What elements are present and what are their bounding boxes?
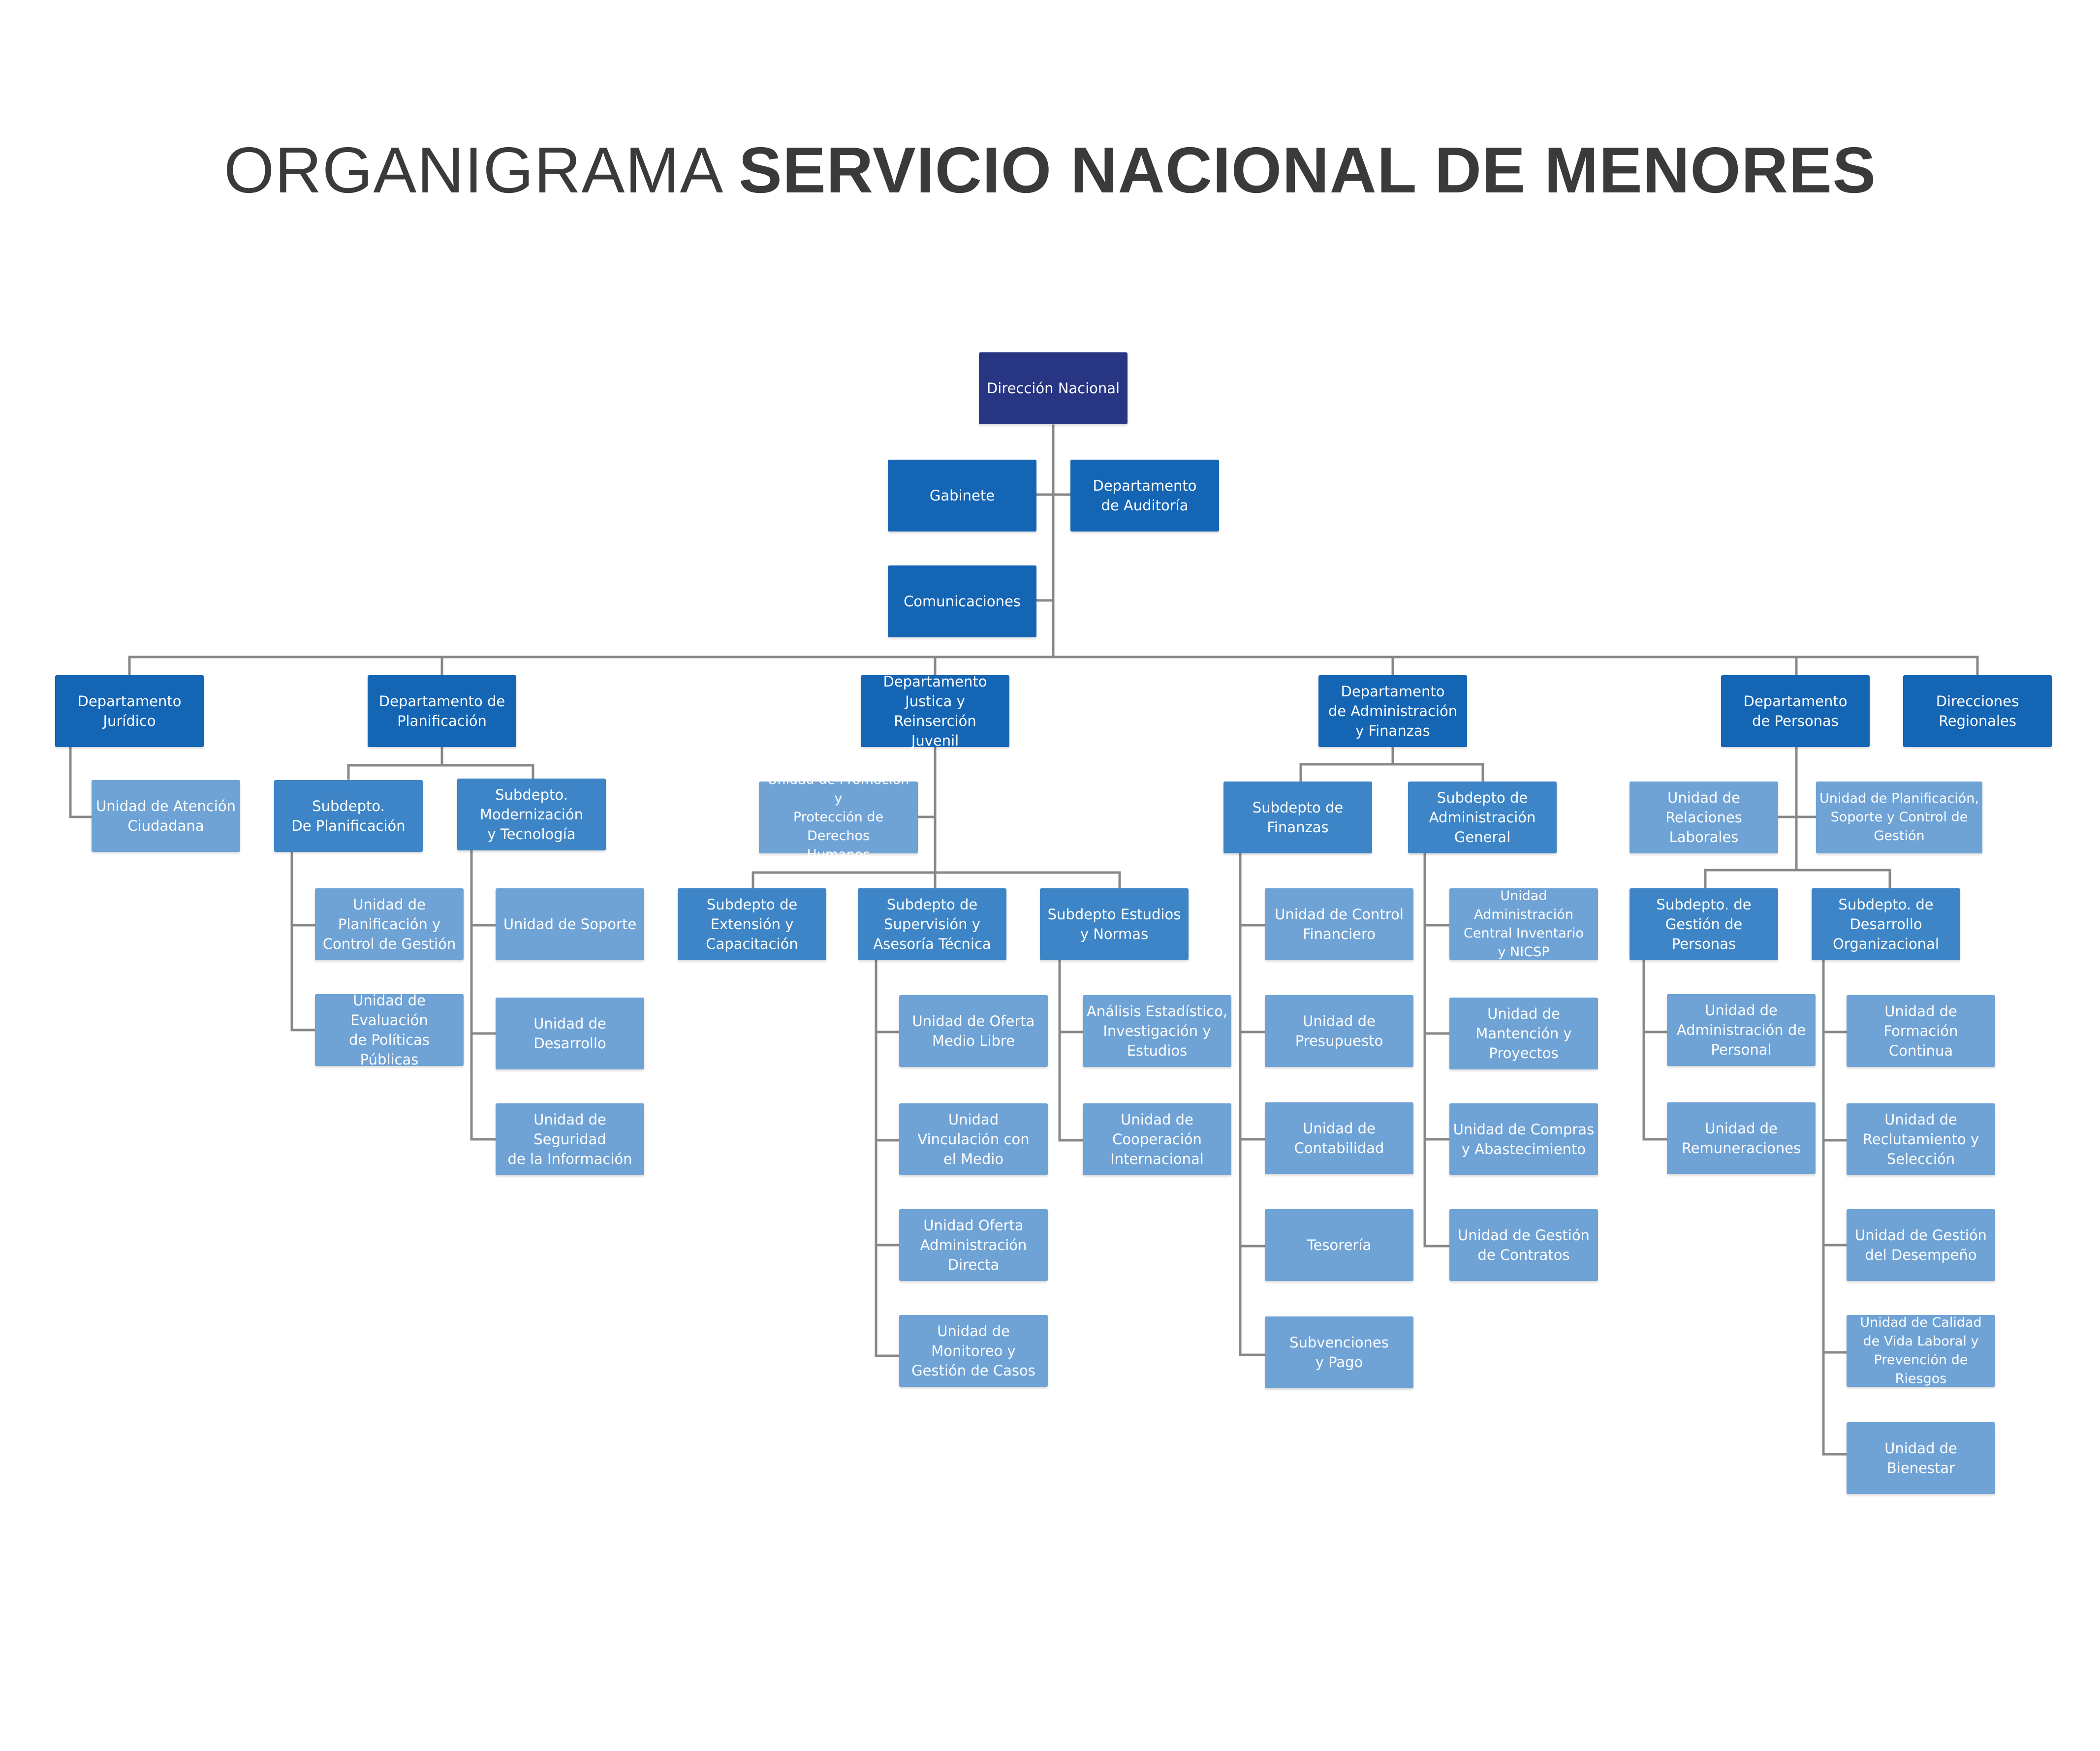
connector-justicia-bar — [752, 871, 1121, 890]
node-u-tesoreria[interactable]: Tesorería — [1265, 1209, 1413, 1281]
node-regionales[interactable]: Direcciones Regionales — [1903, 675, 2052, 747]
node-planificacion[interactable]: Departamento de Planificación — [368, 675, 516, 747]
title-bold: SERVICIO NACIONAL DE MENORES — [738, 134, 1877, 206]
connector-planif-bar — [347, 746, 534, 780]
node-comunicaciones[interactable]: Comunicaciones — [888, 565, 1036, 637]
node-juridico[interactable]: Departamento Jurídico — [55, 675, 204, 747]
node-administracion[interactable]: Departamento de Administración y Finanza… — [1318, 675, 1467, 747]
node-u-bienestar[interactable]: Unidad de Bienestar — [1847, 1422, 1995, 1494]
page-title: ORGANIGRAMA SERVICIO NACIONAL DE MENORES — [0, 133, 2100, 207]
node-u-monitoreo[interactable]: Unidad de Monitoreo y Gestión de Casos — [899, 1315, 1048, 1387]
node-u-oferta-directa[interactable]: Unidad Oferta Administración Directa — [899, 1209, 1048, 1281]
connector-admin-bar — [1299, 747, 1484, 783]
node-sub-desarrollo-org[interactable]: Subdepto. de Desarrollo Organizacional — [1812, 888, 1960, 960]
node-u-vinculacion[interactable]: Unidad Vinculación con el Medio — [899, 1103, 1048, 1175]
node-u-promocion[interactable]: Unidad de Promoción y Protección de Dere… — [759, 772, 918, 862]
node-u-planif-control[interactable]: Unidad de Planificación y Control de Ges… — [315, 888, 464, 960]
node-u-compras[interactable]: Unidad de Compras y Abastecimiento — [1449, 1103, 1598, 1175]
connector-admin-general-units — [1423, 852, 1451, 1248]
connector-gestion-units — [1642, 959, 1668, 1141]
node-sub-extension[interactable]: Subdepto de Extensión y Capacitación — [678, 888, 826, 960]
node-u-remuneraciones[interactable]: Unidad de Remuneraciones — [1667, 1102, 1816, 1174]
node-u-cooperacion[interactable]: Unidad de Cooperación Internacional — [1083, 1103, 1231, 1175]
node-u-presupuesto[interactable]: Unidad de Presupuesto — [1265, 995, 1413, 1067]
node-u-seguridad[interactable]: Unidad de Seguridad de la Información — [496, 1103, 644, 1175]
node-u-admin-personal[interactable]: Unidad de Administración de Personal — [1667, 994, 1816, 1066]
node-u-relaciones[interactable]: Unidad de Relaciones Laborales — [1630, 782, 1778, 853]
node-gabinete[interactable]: Gabinete — [888, 460, 1036, 532]
node-u-subvenciones[interactable]: Subvenciones y Pago — [1265, 1316, 1413, 1388]
node-u-analisis[interactable]: Análisis Estadístico, Investigación y Es… — [1083, 995, 1231, 1067]
node-atencion-ciudadana[interactable]: Unidad de Atención Ciudadana — [92, 780, 240, 852]
node-justicia[interactable]: Departamento Justica y Reinserción Juven… — [861, 673, 1009, 749]
connector-juridico-units — [69, 747, 93, 818]
node-u-calidad-vida[interactable]: Unidad de Calidad de Vida Laboral y Prev… — [1847, 1315, 1995, 1387]
node-sub-finanzas[interactable]: Subdepto de Finanzas — [1223, 782, 1372, 853]
node-u-soporte[interactable]: Unidad de Soporte — [496, 888, 644, 960]
node-u-mantencion[interactable]: Unidad de Mantención y Proyectos — [1449, 998, 1598, 1069]
node-sub-modernizacion[interactable]: Subdepto. Modernización y Tecnología — [457, 779, 606, 850]
node-u-contratos[interactable]: Unidad de Gestión de Contratos — [1449, 1209, 1598, 1281]
node-u-oferta-libre[interactable]: Unidad de Oferta Medio Libre — [899, 995, 1048, 1067]
node-direccion-nacional[interactable]: Dirección Nacional — [979, 352, 1128, 424]
node-u-planif-soporte[interactable]: Unidad de Planificación, Soporte y Contr… — [1816, 782, 1982, 853]
connector-desarrollo-units — [1822, 959, 1848, 1456]
node-u-desempeno[interactable]: Unidad de Gestión del Desempeño — [1847, 1209, 1995, 1281]
node-personas[interactable]: Departamento de Personas — [1721, 675, 1870, 747]
node-u-admin-inventario[interactable]: Unidad Administración Central Inventario… — [1449, 888, 1598, 960]
node-sub-supervision[interactable]: Subdepto de Supervisión y Asesoría Técni… — [858, 888, 1006, 960]
node-sub-gestion-personas[interactable]: Subdepto. de Gestión de Personas — [1630, 888, 1778, 960]
node-u-desarrollo[interactable]: Unidad de Desarrollo — [496, 998, 644, 1069]
node-sub-estudios[interactable]: Subdepto Estudios y Normas — [1040, 888, 1189, 960]
connector-personas-bar — [1704, 869, 1891, 890]
connector-sub-modern-units — [470, 849, 497, 1141]
connector-estudios-units — [1058, 959, 1084, 1142]
node-u-contabilidad[interactable]: Unidad de Contabilidad — [1265, 1102, 1413, 1174]
connector-finanzas-units — [1239, 852, 1266, 1356]
node-u-control-fin[interactable]: Unidad de Control Financiero — [1265, 888, 1413, 960]
node-u-eval-politicas[interactable]: Unidad de Evaluación de Políticas Públic… — [315, 992, 464, 1068]
title-light: ORGANIGRAMA — [223, 134, 739, 206]
connector-sub-planif-units — [290, 850, 316, 1032]
node-sub-planificacion[interactable]: Subdepto. De Planificación — [274, 780, 423, 852]
node-sub-admin-general[interactable]: Subdepto de Administración General — [1408, 782, 1557, 853]
node-u-reclutamiento[interactable]: Unidad de Reclutamiento y Selección — [1847, 1103, 1995, 1175]
connector-supervision-units — [875, 959, 901, 1357]
node-auditoria[interactable]: Departamento de Auditoría — [1070, 460, 1219, 532]
node-u-formacion[interactable]: Unidad de Formación Continua — [1847, 995, 1995, 1067]
